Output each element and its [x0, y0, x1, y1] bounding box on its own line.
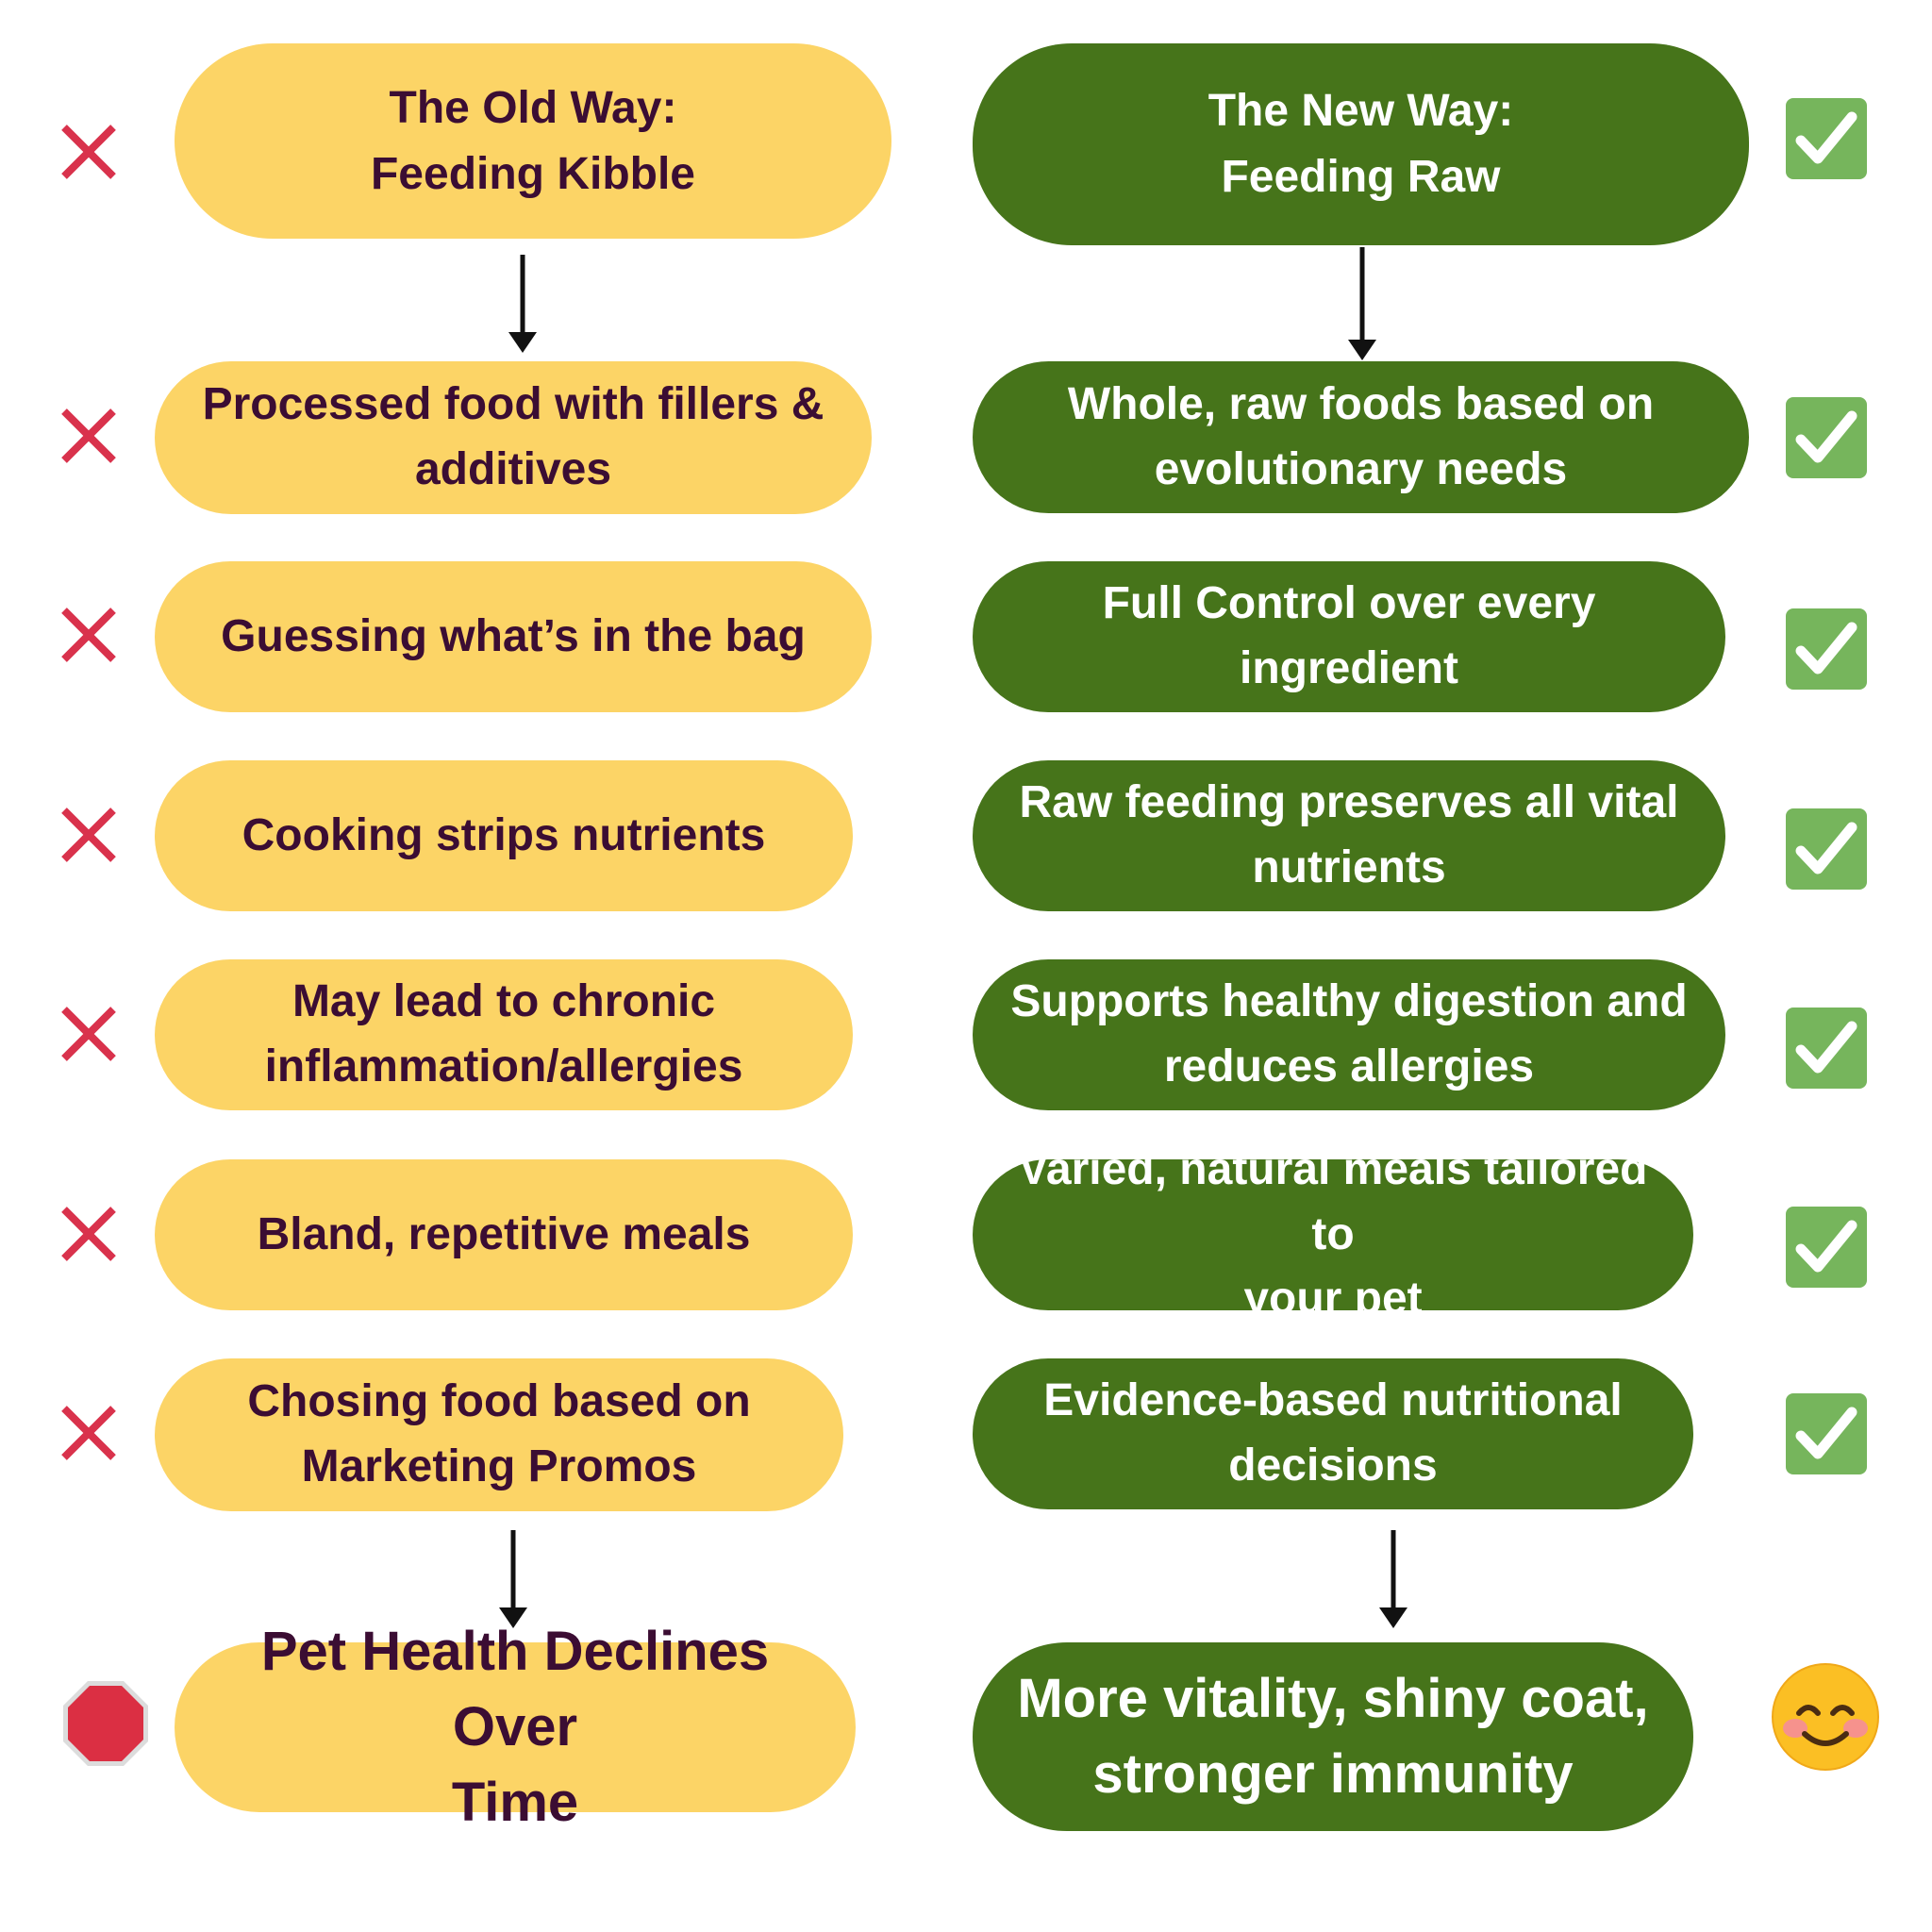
- old-way-item-3-label: Cooking strips nutrients: [242, 809, 766, 860]
- check-mark-button-icon: [1786, 1393, 1867, 1474]
- new-way-header-line2: Feeding Raw: [1221, 152, 1501, 202]
- arrow-down-icon: [1348, 247, 1376, 360]
- old-way-item-1-label: Processed food with fillers & additives: [202, 379, 824, 494]
- check-mark-button-icon: [1786, 98, 1867, 179]
- new-way-item-2-label: Full Control over every ingredient: [1102, 578, 1596, 693]
- new-way-item-3-label: Raw feeding preserves all vital nutrient…: [1019, 777, 1679, 892]
- x-mark-icon: [61, 1207, 116, 1261]
- old-way-item-2: Guessing what’s in the bag: [155, 561, 872, 712]
- arrow-down-icon: [499, 1530, 527, 1628]
- old-way-item-5-label: Bland, repetitive meals: [257, 1208, 751, 1259]
- old-way-header-line2: Feeding Kibble: [370, 148, 695, 199]
- x-mark-icon: [61, 608, 116, 662]
- check-mark-button-icon: [1786, 397, 1867, 478]
- x-mark-icon: [61, 808, 116, 862]
- new-way-item-5: Varied, natural meals tailored to your p…: [973, 1144, 1693, 1324]
- old-way-item-6-label: Chosing food based on Marketing Promos: [247, 1376, 751, 1491]
- new-way-item-1: Whole, raw foods based on evolutionary n…: [973, 361, 1749, 513]
- old-way-item-3: Cooking strips nutrients: [155, 760, 853, 911]
- old-way-item-4: May lead to chronic inflammation/allergi…: [155, 959, 853, 1110]
- new-way-header: The New Way: Feeding Raw: [973, 43, 1749, 245]
- check-mark-button-icon: [1786, 1008, 1867, 1089]
- check-mark-button-icon: [1786, 808, 1867, 890]
- old-way-item-6: Chosing food based on Marketing Promos: [155, 1358, 843, 1511]
- x-mark-icon: [61, 1406, 116, 1460]
- new-way-item-6-label: Evidence-based nutritional decisions: [1043, 1375, 1623, 1491]
- new-way-outcome-label: More vitality, shiny coat, stronger immu…: [1017, 1667, 1649, 1805]
- old-way-item-2-label: Guessing what’s in the bag: [221, 610, 806, 661]
- new-way-item-6: Evidence-based nutritional decisions: [973, 1358, 1693, 1509]
- old-way-outcome: Pet Health Declines Over Time: [175, 1621, 856, 1833]
- stop-sign-icon: [63, 1681, 148, 1766]
- new-way-outcome: More vitality, shiny coat, stronger immu…: [973, 1642, 1693, 1831]
- smiling-face-icon: [1772, 1663, 1879, 1771]
- new-way-item-1-label: Whole, raw foods based on evolutionary n…: [1067, 378, 1655, 494]
- new-way-header-line1: The New Way:: [1208, 86, 1514, 137]
- new-way-item-4-label: Supports healthy digestion and reduces a…: [1010, 976, 1688, 1091]
- check-mark-button-icon: [1786, 1207, 1867, 1288]
- arrow-down-icon: [508, 255, 537, 353]
- new-way-item-3: Raw feeding preserves all vital nutrient…: [973, 760, 1725, 911]
- x-mark-icon: [61, 1007, 116, 1061]
- old-way-item-4-label: May lead to chronic inflammation/allergi…: [264, 976, 743, 1091]
- arrow-down-icon: [1379, 1530, 1407, 1628]
- x-mark-icon: [61, 408, 116, 463]
- new-way-item-2: Full Control over every ingredient: [973, 561, 1725, 712]
- old-way-outcome-label: Pet Health Declines Over Time: [260, 1620, 770, 1834]
- check-mark-button-icon: [1786, 608, 1867, 690]
- new-way-item-4: Supports healthy digestion and reduces a…: [973, 959, 1725, 1110]
- new-way-item-5-label: Varied, natural meals tailored to your p…: [1018, 1144, 1648, 1324]
- old-way-header: The Old Way: Feeding Kibble: [175, 43, 891, 239]
- old-way-header-line1: The Old Way:: [389, 82, 677, 133]
- x-mark-icon: [61, 125, 116, 179]
- old-way-item-5: Bland, repetitive meals: [155, 1159, 853, 1310]
- old-way-item-1: Processed food with fillers & additives: [155, 361, 872, 514]
